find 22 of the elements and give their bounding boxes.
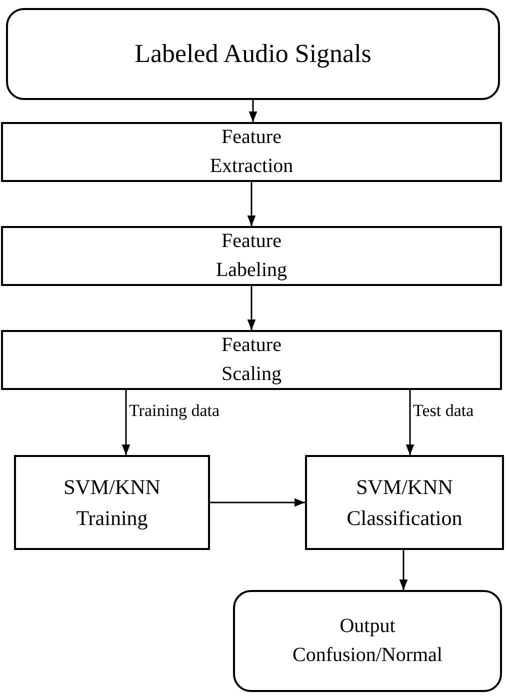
node-text: SVM/KNN Training — [62, 474, 162, 532]
arrow — [210, 498, 305, 507]
arrow — [406, 390, 414, 455]
process-box — [14, 455, 210, 550]
process-box — [1, 330, 502, 390]
arrow — [247, 286, 256, 330]
arrow — [399, 550, 408, 590]
arrow — [248, 100, 258, 122]
process-box — [1, 226, 502, 286]
process-box — [1, 122, 502, 182]
arrow — [247, 182, 256, 226]
node-text: Output Confusion/Normal — [292, 614, 444, 668]
node-text: Feature Scaling — [220, 333, 282, 387]
node-text: Feature Labeling — [214, 229, 288, 283]
edge-label: Training data — [128, 402, 221, 420]
node-text: Labeled Audio Signals — [134, 38, 372, 70]
rounded-box — [6, 8, 500, 100]
node-text: Feature Extraction — [208, 125, 294, 179]
process-box — [305, 455, 504, 550]
rounded-box — [233, 590, 502, 692]
arrow — [122, 390, 130, 455]
node-text: SVM/KNN Classification — [346, 474, 464, 532]
